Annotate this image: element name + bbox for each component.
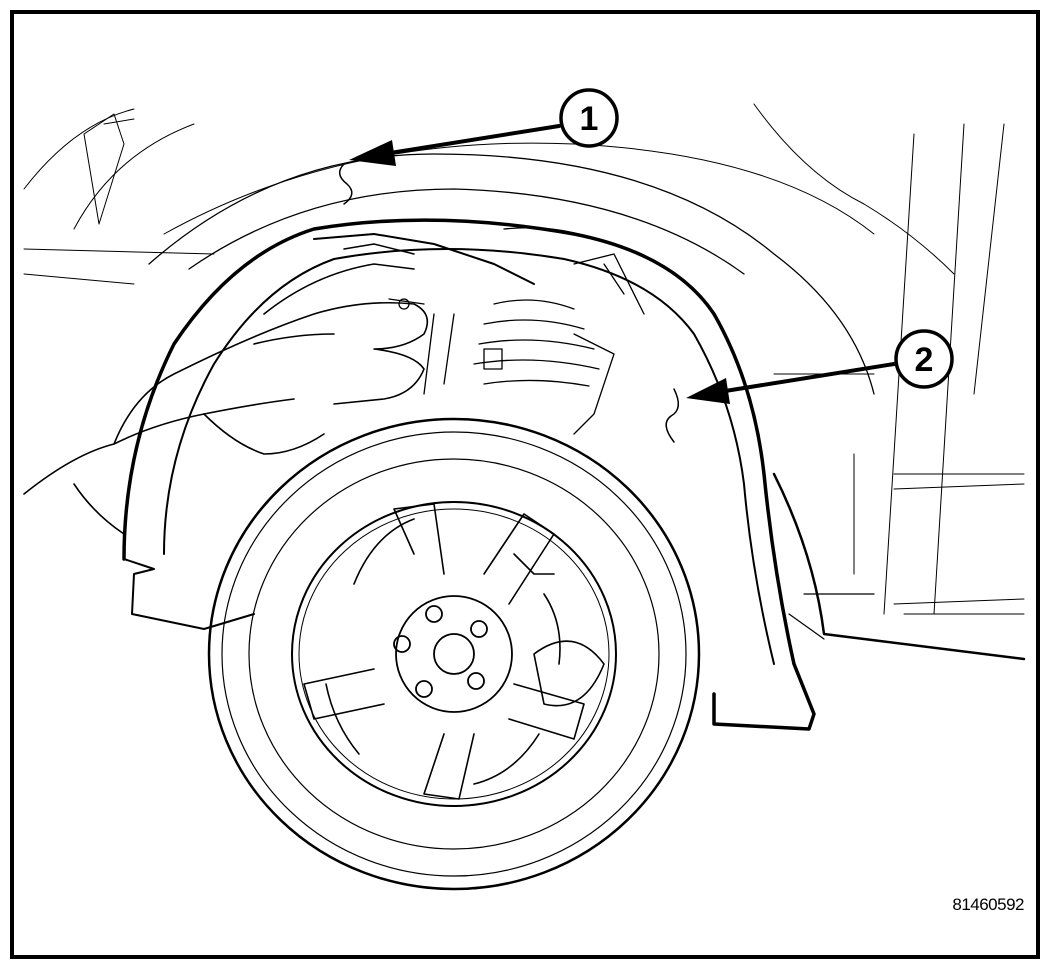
callout-1-leader [382,124,561,156]
wheel-opening-flare [148,153,875,395]
wheelhouse-liner [122,218,816,731]
technician-hand [23,263,429,535]
callout-1-break-mark [338,163,353,205]
tire [207,417,701,891]
figure-number: 81460592 [952,895,1024,914]
wheelhouse-liner-diagram: 1 2 [23,88,1026,891]
alloy-wheel [303,503,605,800]
callout-2: 2 [665,329,954,443]
callout-2-break-mark [665,388,680,443]
callout-2-label: 2 [915,341,934,379]
wheel-hub [393,595,513,713]
suspension-detail [388,227,645,435]
callout-2-circle [894,329,954,389]
callout-1-arrowhead [349,140,396,166]
vehicle-body-lines [23,103,1025,615]
diagram-frame: 1 2 81460592 [10,10,1040,959]
callout-1-label: 1 [580,100,599,138]
callout-2-arrowhead [686,378,730,404]
rocker-panel [772,472,1026,661]
callout-1: 1 [338,88,619,205]
callout-2-leader [717,362,896,394]
callout-1-circle [559,88,619,148]
